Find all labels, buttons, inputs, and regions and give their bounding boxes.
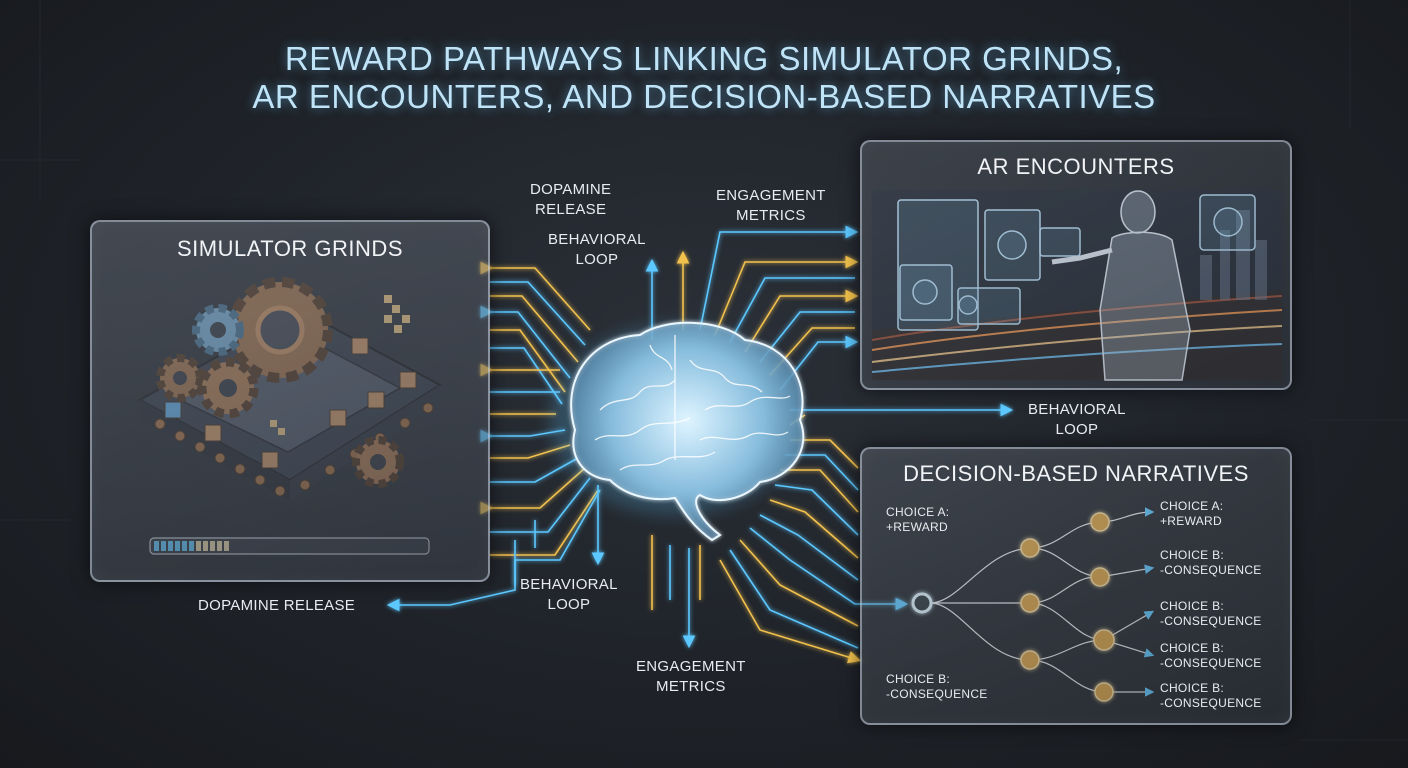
label-line: METRICS xyxy=(656,678,726,695)
label-dopamine-release-top: DOPAMINE RELEASE xyxy=(530,180,611,220)
panel-ar-encounters: AR ENCOUNTERS xyxy=(860,140,1292,390)
choice-label-left-top: CHOICE A: +REWARD xyxy=(886,505,949,535)
label-engagement-metrics-top: ENGAGEMENT METRICS xyxy=(716,186,826,226)
label-line: ENGAGEMENT xyxy=(716,187,826,204)
label-line: LOOP xyxy=(547,596,591,613)
label-line: ENGAGEMENT xyxy=(636,658,746,675)
label-behavioral-loop-bottom: BEHAVIORAL LOOP xyxy=(520,575,618,615)
choice-label-right-2: CHOICE B: -CONSEQUENCE xyxy=(1160,548,1262,578)
choice-line: -CONSEQUENCE xyxy=(1160,656,1262,670)
right-wire-bundle xyxy=(699,225,1014,664)
node-icon xyxy=(911,512,1115,702)
ar-scene xyxy=(871,190,1283,381)
label-line: DOPAMINE xyxy=(530,181,612,198)
hologram-panel-icon xyxy=(897,194,1256,331)
label-dopamine-release-bottom: DOPAMINE RELEASE xyxy=(198,597,356,614)
choice-line: CHOICE A: xyxy=(1160,499,1224,513)
label-line: BEHAVIORAL xyxy=(548,231,646,248)
panel-title-simulator: SIMULATOR GRINDS xyxy=(177,236,403,261)
vertical-arrows xyxy=(386,250,701,649)
label-engagement-metrics-bottom: ENGAGEMENT METRICS xyxy=(636,657,746,697)
hologram-person-icon xyxy=(1051,190,1191,381)
choice-line: -CONSEQUENCE xyxy=(886,687,988,701)
page-title-line2: AR ENCOUNTERS, AND DECISION-BASED NARRAT… xyxy=(252,78,1156,115)
left-wire-bundle xyxy=(480,261,599,585)
choice-line: +REWARD xyxy=(886,520,948,534)
choice-line: CHOICE A: xyxy=(886,505,950,519)
choice-line: CHOICE B: xyxy=(1160,548,1225,562)
panel-title-decision: DECISION-BASED NARRATIVES xyxy=(903,461,1249,486)
panel-decision-narratives: DECISION-BASED NARRATIVES xyxy=(860,447,1292,725)
choice-label-right-1: CHOICE A: +REWARD xyxy=(1160,499,1223,529)
label-behavioral-loop-right: BEHAVIORAL LOOP xyxy=(1028,400,1126,440)
label-line: LOOP xyxy=(1055,421,1099,438)
choice-line: CHOICE B: xyxy=(1160,599,1225,613)
choice-line: CHOICE B: xyxy=(1160,681,1225,695)
label-behavioral-loop-top: BEHAVIORAL LOOP xyxy=(548,230,646,270)
choice-line: CHOICE B: xyxy=(886,672,951,686)
choice-line: -CONSEQUENCE xyxy=(1160,563,1262,577)
label-line: RELEASE xyxy=(534,201,607,218)
page-title-line1: REWARD PATHWAYS LINKING SIMULATOR GRINDS… xyxy=(284,40,1124,77)
brain-icon xyxy=(550,321,805,542)
choice-label-right-5: CHOICE B: -CONSEQUENCE xyxy=(1160,681,1262,711)
label-line: BEHAVIORAL xyxy=(1028,401,1126,418)
label-line: METRICS xyxy=(736,207,806,224)
choice-label-right-4: CHOICE B: -CONSEQUENCE xyxy=(1160,641,1262,671)
choice-line: +REWARD xyxy=(1160,514,1222,528)
choice-line: CHOICE B: xyxy=(1160,641,1225,655)
panel-simulator-grinds: SIMULATOR GRINDS xyxy=(90,220,490,582)
choice-label-left-bottom: CHOICE B: -CONSEQUENCE xyxy=(886,672,988,702)
panel-title-ar: AR ENCOUNTERS xyxy=(977,154,1175,179)
background-grid xyxy=(0,0,1408,741)
choice-label-right-3: CHOICE B: -CONSEQUENCE xyxy=(1160,599,1262,629)
choice-line: -CONSEQUENCE xyxy=(1160,614,1262,628)
label-line: BEHAVIORAL xyxy=(520,576,618,593)
choice-line: -CONSEQUENCE xyxy=(1160,696,1262,710)
label-line: LOOP xyxy=(575,251,619,268)
